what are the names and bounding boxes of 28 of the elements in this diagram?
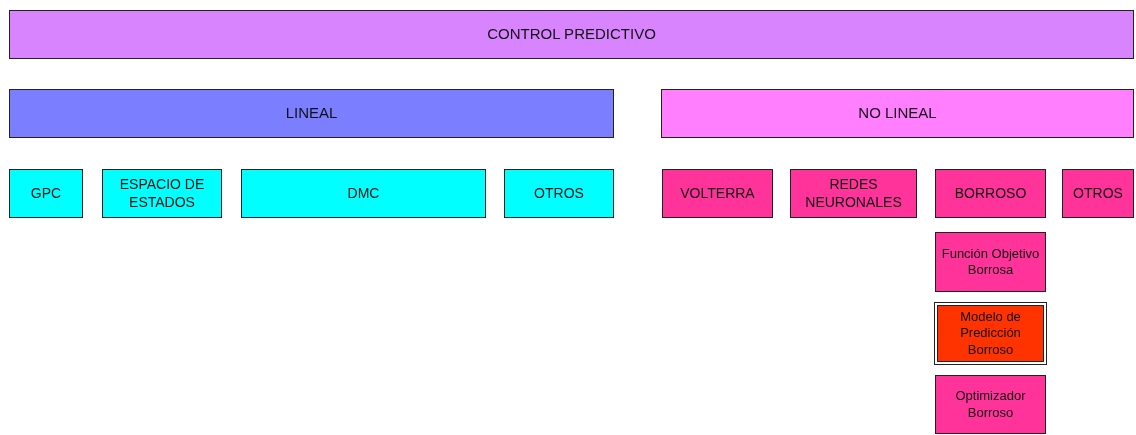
box-label: OTROS	[534, 184, 584, 203]
box-label: CONTROL PREDICTIVO	[487, 25, 656, 44]
box-label: NO LINEAL	[858, 104, 937, 123]
category-banner	[9, 89, 614, 138]
box-label: Función Objetivo Borrosa	[940, 245, 1041, 279]
box-label: ESPACIO DE ESTADOS	[118, 176, 206, 211]
box-label: DMC	[347, 184, 380, 203]
category-banner	[661, 89, 1134, 138]
method-box	[662, 169, 773, 218]
category-banner	[9, 10, 1134, 59]
box-label: BORROSO	[954, 184, 1027, 203]
method-box	[790, 169, 917, 218]
box-label: REDES NEURONALES	[804, 176, 903, 211]
method-box	[935, 169, 1046, 218]
method-box	[9, 169, 83, 218]
method-box	[504, 169, 614, 218]
box-label: LINEAL	[285, 104, 338, 123]
box-label: VOLTERRA	[680, 184, 755, 203]
highlighted-component-box	[937, 305, 1044, 362]
box-label: GPC	[30, 184, 62, 203]
method-box	[241, 169, 486, 218]
method-box	[102, 169, 222, 218]
box-label: Optimizador Borroso	[954, 388, 1027, 421]
component-box	[935, 375, 1046, 434]
component-box	[935, 232, 1046, 292]
box-label: Modelo de Predicción Borroso	[959, 309, 1022, 358]
method-box	[1062, 169, 1134, 218]
box-label: OTROS	[1073, 184, 1123, 203]
